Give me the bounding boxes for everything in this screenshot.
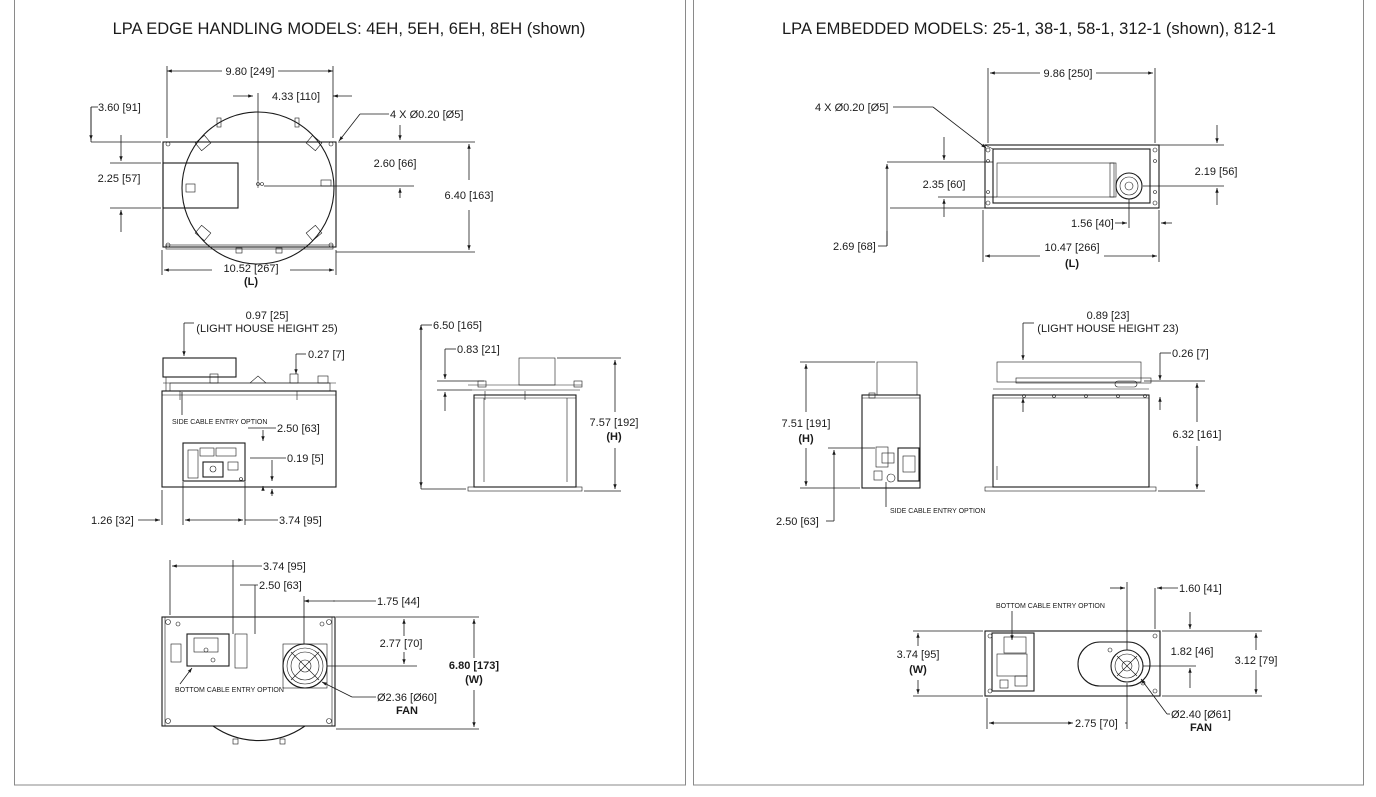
right-panel-fan-label: FAN bbox=[1190, 722, 1212, 734]
left-top-dimensions: 9.80 [249] 3.60 [91] 4.33 [110] 4 X Ø0.2… bbox=[89, 66, 494, 288]
left-panel-title: LPA EDGE HANDLING MODELS: 4EH, 5EH, 6EH,… bbox=[113, 20, 586, 38]
left-bottom-dimensions: 3.74 [95] 2.50 [63] 1.75 [44] 2.77 [70] … bbox=[169, 560, 499, 730]
right-side-dimensions: 0.89 [23] (LIGHT HOUSE HEIGHT 23) 0.26 [… bbox=[1021, 310, 1222, 492]
right-panel-dim-250-text: 2.50 [63] bbox=[776, 516, 819, 528]
left-panel-dim-650-text: 6.50 [165] bbox=[433, 320, 482, 332]
left-panel-dim-757-label: (H) bbox=[606, 431, 622, 443]
left-panel-bottom-cable-label: BOTTOM CABLE ENTRY OPTION bbox=[175, 687, 284, 694]
right-panel-frame bbox=[693, 0, 1364, 786]
right-panel-title: LPA EMBEDDED MODELS: 25-1, 38-1, 58-1, 3… bbox=[782, 20, 1276, 38]
right-panel-side-cable-label: SIDE CABLE ENTRY OPTION bbox=[890, 508, 985, 515]
left-panel-fan-dim-text: Ø2.36 [Ø60] bbox=[377, 692, 437, 704]
left-panel-dim-019-text: 0.19 [5] bbox=[287, 453, 324, 465]
left-panel-dim-680-label: (W) bbox=[465, 674, 483, 686]
right-panel-dim-751-label: (H) bbox=[798, 433, 814, 445]
right-panel-bottom-cable-label: BOTTOM CABLE ENTRY OPTION bbox=[996, 603, 1105, 610]
right-panel-dim-160-text: 1.60 [41] bbox=[1179, 583, 1222, 595]
left-panel-dim-length-label: (L) bbox=[244, 276, 258, 288]
left-panel-side-cable-label: SIDE CABLE ENTRY OPTION bbox=[172, 419, 267, 426]
right-top-view bbox=[984, 144, 1160, 209]
right-panel-dim-275-text: 2.75 [70] bbox=[1075, 718, 1118, 730]
left-side-dimensions: 0.97 [25] (LIGHT HOUSE HEIGHT 25) 0.27 [… bbox=[91, 310, 345, 527]
left-panel-dim-277-text: 2.77 [70] bbox=[380, 638, 423, 650]
left-panel-frame bbox=[14, 0, 686, 786]
left-end-dimensions: 6.50 [165] 0.83 [21] 7.57 [192] (H) bbox=[419, 320, 639, 492]
left-top-view bbox=[162, 111, 337, 265]
right-panel-dim-light-house-text: 0.89 [23] bbox=[1087, 310, 1130, 322]
left-bottom-view bbox=[161, 616, 336, 745]
left-panel-dim-757-text: 7.57 [192] bbox=[590, 417, 639, 429]
right-panel-dim-374-label: (W) bbox=[909, 664, 927, 676]
right-panel-dim-374-text: 3.74 [95] bbox=[897, 649, 940, 661]
right-bottom-dimensions: BOTTOM CABLE ENTRY OPTION 1.60 [41] 3.74… bbox=[897, 582, 1278, 734]
right-panel-dim-632-text: 6.32 [161] bbox=[1173, 429, 1222, 441]
right-panel-fan-dim-text: Ø2.40 [Ø61] bbox=[1171, 709, 1231, 721]
right-panel-dim-length-label: (L) bbox=[1065, 258, 1079, 270]
right-end-view bbox=[861, 361, 921, 489]
right-panel-dim-182-text: 1.82 [46] bbox=[1171, 646, 1214, 658]
left-panel-dim-374-text: 3.74 [95] bbox=[279, 515, 322, 527]
right-panel-dim-269-text: 2.69 [68] bbox=[833, 241, 876, 253]
left-panel-dim-027-text: 0.27 [7] bbox=[308, 349, 345, 361]
left-panel-dim-250-text: 2.50 [63] bbox=[259, 580, 302, 592]
left-panel-dim-374-text: 3.74 [95] bbox=[263, 561, 306, 573]
left-panel-dim-126-text: 1.26 [32] bbox=[91, 515, 134, 527]
right-end-dimensions: 7.51 [191] (H) 2.50 [63] SIDE CABLE ENTR… bbox=[776, 361, 985, 528]
left-panel-dim-height-text: 6.40 [163] bbox=[445, 190, 494, 202]
right-panel-dim-026-text: 0.26 [7] bbox=[1172, 348, 1209, 360]
left-panel-dim-length-text: 10.52 [267] bbox=[223, 263, 278, 275]
left-side-view bbox=[161, 357, 337, 488]
left-panel-dim-680-text: 6.80 [173] bbox=[449, 660, 499, 672]
right-panel-dim-length-text: 10.47 [266] bbox=[1044, 242, 1099, 254]
right-panel-dim-751-text: 7.51 [191] bbox=[782, 418, 831, 430]
right-panel-dim-156-text: 1.56 [40] bbox=[1071, 218, 1114, 230]
right-panel-dim-312-text: 3.12 [79] bbox=[1235, 655, 1278, 667]
left-panel-dim-holes-text: 4 X Ø0.20 [Ø5] bbox=[390, 109, 463, 121]
left-panel-dim-left-edge-text: 3.60 [91] bbox=[98, 102, 141, 114]
left-panel-light-house-label: (LIGHT HOUSE HEIGHT 25) bbox=[196, 323, 337, 335]
left-panel-dim-center-v-text: 2.60 [66] bbox=[374, 158, 417, 170]
left-panel-dim-width-top-text: 9.80 [249] bbox=[226, 66, 275, 78]
left-panel-dim-175-text: 1.75 [44] bbox=[377, 596, 420, 608]
left-panel-dim-light-house-text: 0.97 [25] bbox=[246, 310, 289, 322]
right-panel-dim-235-text: 2.35 [60] bbox=[923, 179, 966, 191]
left-panel-fan-label: FAN bbox=[396, 705, 418, 717]
right-side-view bbox=[984, 361, 1157, 492]
right-bottom-view bbox=[984, 630, 1161, 697]
right-top-dimensions: 9.86 [250] 4 X Ø0.20 [Ø5] 2.35 [60] 2.69… bbox=[815, 68, 1237, 270]
left-panel-dim-center-text: 4.33 [110] bbox=[272, 91, 320, 103]
right-panel-dim-holes-text: 4 X Ø0.20 [Ø5] bbox=[815, 102, 888, 114]
right-panel-dim-width-top-text: 9.86 [250] bbox=[1044, 68, 1093, 80]
right-panel-dim-219-text: 2.19 [56] bbox=[1195, 166, 1238, 178]
left-panel-dim-083-text: 0.83 [21] bbox=[457, 344, 500, 356]
left-panel-dim-250-text: 2.50 [63] bbox=[277, 423, 320, 435]
right-panel-light-house-label: (LIGHT HOUSE HEIGHT 23) bbox=[1037, 323, 1178, 335]
left-panel-dim-box-h-text: 2.25 [57] bbox=[98, 173, 141, 185]
left-end-view bbox=[467, 357, 583, 492]
